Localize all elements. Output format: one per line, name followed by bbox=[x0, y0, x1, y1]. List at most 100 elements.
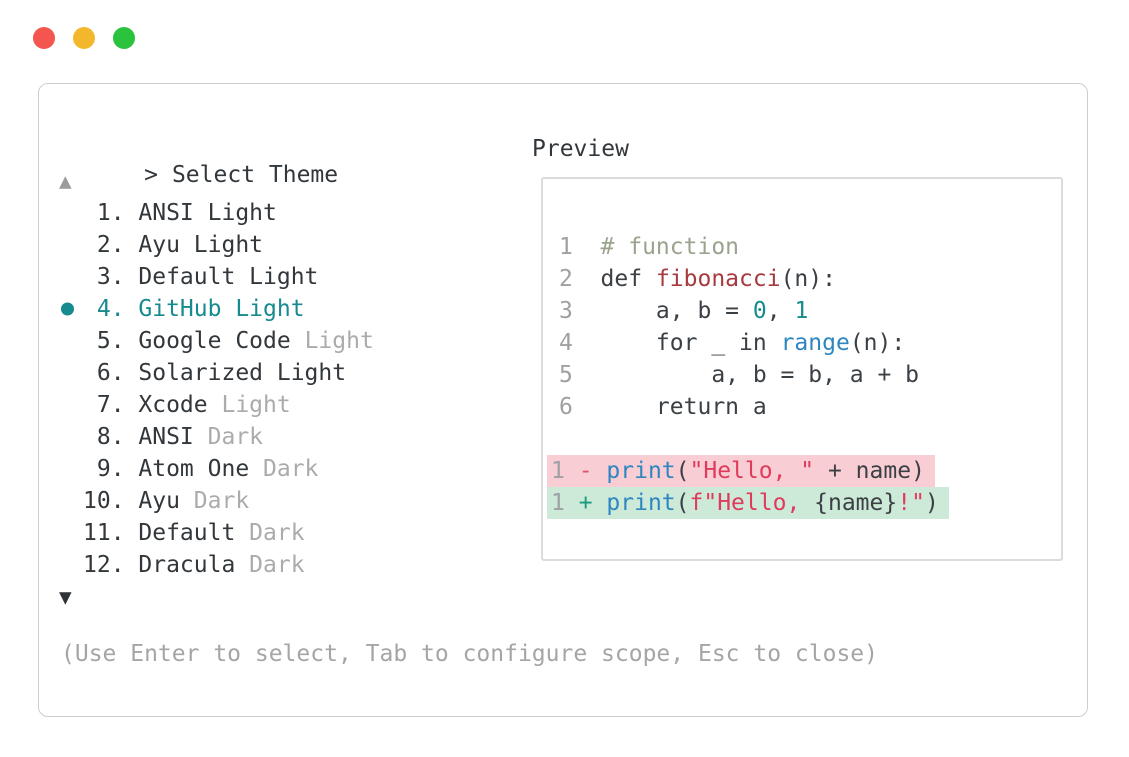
code-token: for _ in bbox=[600, 330, 781, 356]
theme-item-number: 7. bbox=[83, 392, 139, 418]
theme-item-name: Google Code bbox=[138, 328, 291, 354]
code-token: 0 bbox=[752, 298, 767, 324]
diff-plus-sign: + bbox=[578, 490, 607, 516]
code-token: ) bbox=[924, 490, 939, 516]
help-text: (Use Enter to select, Tab to configure s… bbox=[61, 641, 878, 667]
picker-title: Select Theme bbox=[171, 162, 339, 188]
scroll-up-icon[interactable]: ▲ bbox=[59, 169, 72, 193]
theme-item-number: 5. bbox=[83, 328, 139, 354]
theme-picker-panel: > Select Theme Preview ▲ 1. ANSI Light 2.… bbox=[38, 83, 1088, 717]
minimize-button[interactable] bbox=[73, 27, 95, 49]
code-token: !" bbox=[897, 490, 925, 516]
theme-item-name: Atom One bbox=[138, 456, 250, 482]
theme-item-ansi[interactable]: 8. ANSI Dark bbox=[59, 421, 529, 453]
line-number: 2 bbox=[559, 266, 601, 292]
code-line: 4 for _ in range(n): bbox=[559, 327, 1061, 359]
window-controls bbox=[33, 27, 135, 49]
theme-item-number: 3. bbox=[83, 264, 139, 290]
code-token: return a bbox=[600, 394, 767, 420]
theme-item-name: Default Light bbox=[138, 264, 319, 290]
code-line: 5 a, b = b, a + b bbox=[559, 359, 1061, 391]
theme-item-number: 1. bbox=[83, 200, 139, 226]
theme-items: 1. ANSI Light 2. Ayu Light 3. Default Li… bbox=[59, 197, 529, 581]
code-token: # function bbox=[600, 234, 740, 260]
code-token: fibonacci bbox=[655, 266, 781, 292]
selected-bullet-icon bbox=[61, 302, 74, 316]
theme-item-name: Default bbox=[138, 520, 236, 546]
code-token: a, b = bbox=[600, 298, 753, 324]
theme-item-default-light[interactable]: 3. Default Light bbox=[59, 261, 529, 293]
preview-label: Preview bbox=[532, 136, 629, 162]
code-token: def bbox=[600, 266, 656, 292]
theme-item-variant: Dark bbox=[249, 456, 319, 482]
close-button[interactable] bbox=[33, 27, 55, 49]
line-number: 1 bbox=[551, 490, 579, 516]
theme-item-variant: Light bbox=[290, 328, 374, 354]
theme-item-number: 2. bbox=[83, 232, 139, 258]
code-token: + name) bbox=[814, 458, 925, 484]
theme-item-ayu[interactable]: 10. Ayu Dark bbox=[59, 485, 529, 517]
theme-item-number: 8. bbox=[83, 424, 139, 450]
code-token: print bbox=[606, 490, 676, 516]
theme-item-github-light[interactable]: 4. GitHub Light bbox=[59, 293, 529, 325]
scroll-down-icon[interactable]: ▼ bbox=[59, 585, 72, 609]
theme-item-name: Xcode bbox=[138, 392, 208, 418]
code-token: , bbox=[766, 298, 795, 324]
theme-item-name: Ayu bbox=[138, 488, 180, 514]
line-number: 1 bbox=[559, 234, 601, 260]
diff-line-row: 1 + print(f"Hello, {name}!") bbox=[547, 487, 1061, 519]
line-number: 1 bbox=[551, 458, 579, 484]
theme-item-ayu-light[interactable]: 2. Ayu Light bbox=[59, 229, 529, 261]
theme-item-google-code[interactable]: 5. Google Code Light bbox=[59, 325, 529, 357]
code-token: 1 bbox=[794, 298, 809, 324]
theme-item-variant: Dark bbox=[235, 552, 305, 578]
code-token: ( bbox=[675, 458, 690, 484]
theme-item-dracula[interactable]: 12. Dracula Dark bbox=[59, 549, 529, 581]
theme-item-name: ANSI bbox=[138, 424, 194, 450]
theme-item-xcode[interactable]: 7. Xcode Light bbox=[59, 389, 529, 421]
picker-header: > Select Theme bbox=[61, 136, 338, 214]
theme-item-number: 6. bbox=[83, 360, 139, 386]
line-number: 5 bbox=[559, 362, 601, 388]
prompt-caret: > bbox=[144, 162, 158, 188]
code-token: f"Hello, bbox=[689, 490, 815, 516]
theme-item-ansi-light[interactable]: 1. ANSI Light bbox=[59, 197, 529, 229]
theme-item-variant: Dark bbox=[179, 488, 250, 514]
code-token: print bbox=[606, 458, 676, 484]
theme-item-name: Ayu Light bbox=[138, 232, 264, 258]
theme-item-number: 10. bbox=[83, 488, 139, 514]
theme-item-default[interactable]: 11. Default Dark bbox=[59, 517, 529, 549]
diff-line-removed: 1 - print("Hello, " + name) bbox=[547, 455, 935, 487]
theme-item-number: 4. bbox=[83, 296, 139, 322]
blank-line bbox=[559, 423, 1061, 455]
code-token: {name} bbox=[814, 490, 898, 516]
diff-minus-sign: - bbox=[578, 458, 607, 484]
theme-item-number: 12. bbox=[83, 552, 139, 578]
theme-item-variant: Dark bbox=[235, 520, 305, 546]
code-token: "Hello, " bbox=[689, 458, 815, 484]
theme-item-number: 9. bbox=[83, 456, 139, 482]
code-line: 1 # function bbox=[559, 231, 1061, 263]
theme-item-variant: Light bbox=[207, 392, 291, 418]
theme-item-name: ANSI Light bbox=[138, 200, 277, 226]
theme-item-number: 11. bbox=[83, 520, 139, 546]
zoom-button[interactable] bbox=[113, 27, 135, 49]
code-token: range bbox=[780, 330, 850, 356]
line-number: 3 bbox=[559, 298, 601, 324]
theme-item-name: Solarized Light bbox=[138, 360, 347, 386]
code-line: 2 def fibonacci(n): bbox=[559, 263, 1061, 295]
line-number: 6 bbox=[559, 394, 601, 420]
code-token: ( bbox=[675, 490, 690, 516]
theme-item-name: GitHub Light bbox=[138, 296, 305, 322]
code-token: a, b = b, a + b bbox=[600, 362, 920, 388]
theme-item-solarized-light[interactable]: 6. Solarized Light bbox=[59, 357, 529, 389]
code-token: (n): bbox=[849, 330, 906, 356]
code-line: 6 return a bbox=[559, 391, 1061, 423]
theme-item-atom-one[interactable]: 9. Atom One Dark bbox=[59, 453, 529, 485]
diff-line-added: 1 + print(f"Hello, {name}!") bbox=[547, 487, 949, 519]
theme-item-name: Dracula bbox=[138, 552, 236, 578]
code-line: 3 a, b = 0, 1 bbox=[559, 295, 1061, 327]
